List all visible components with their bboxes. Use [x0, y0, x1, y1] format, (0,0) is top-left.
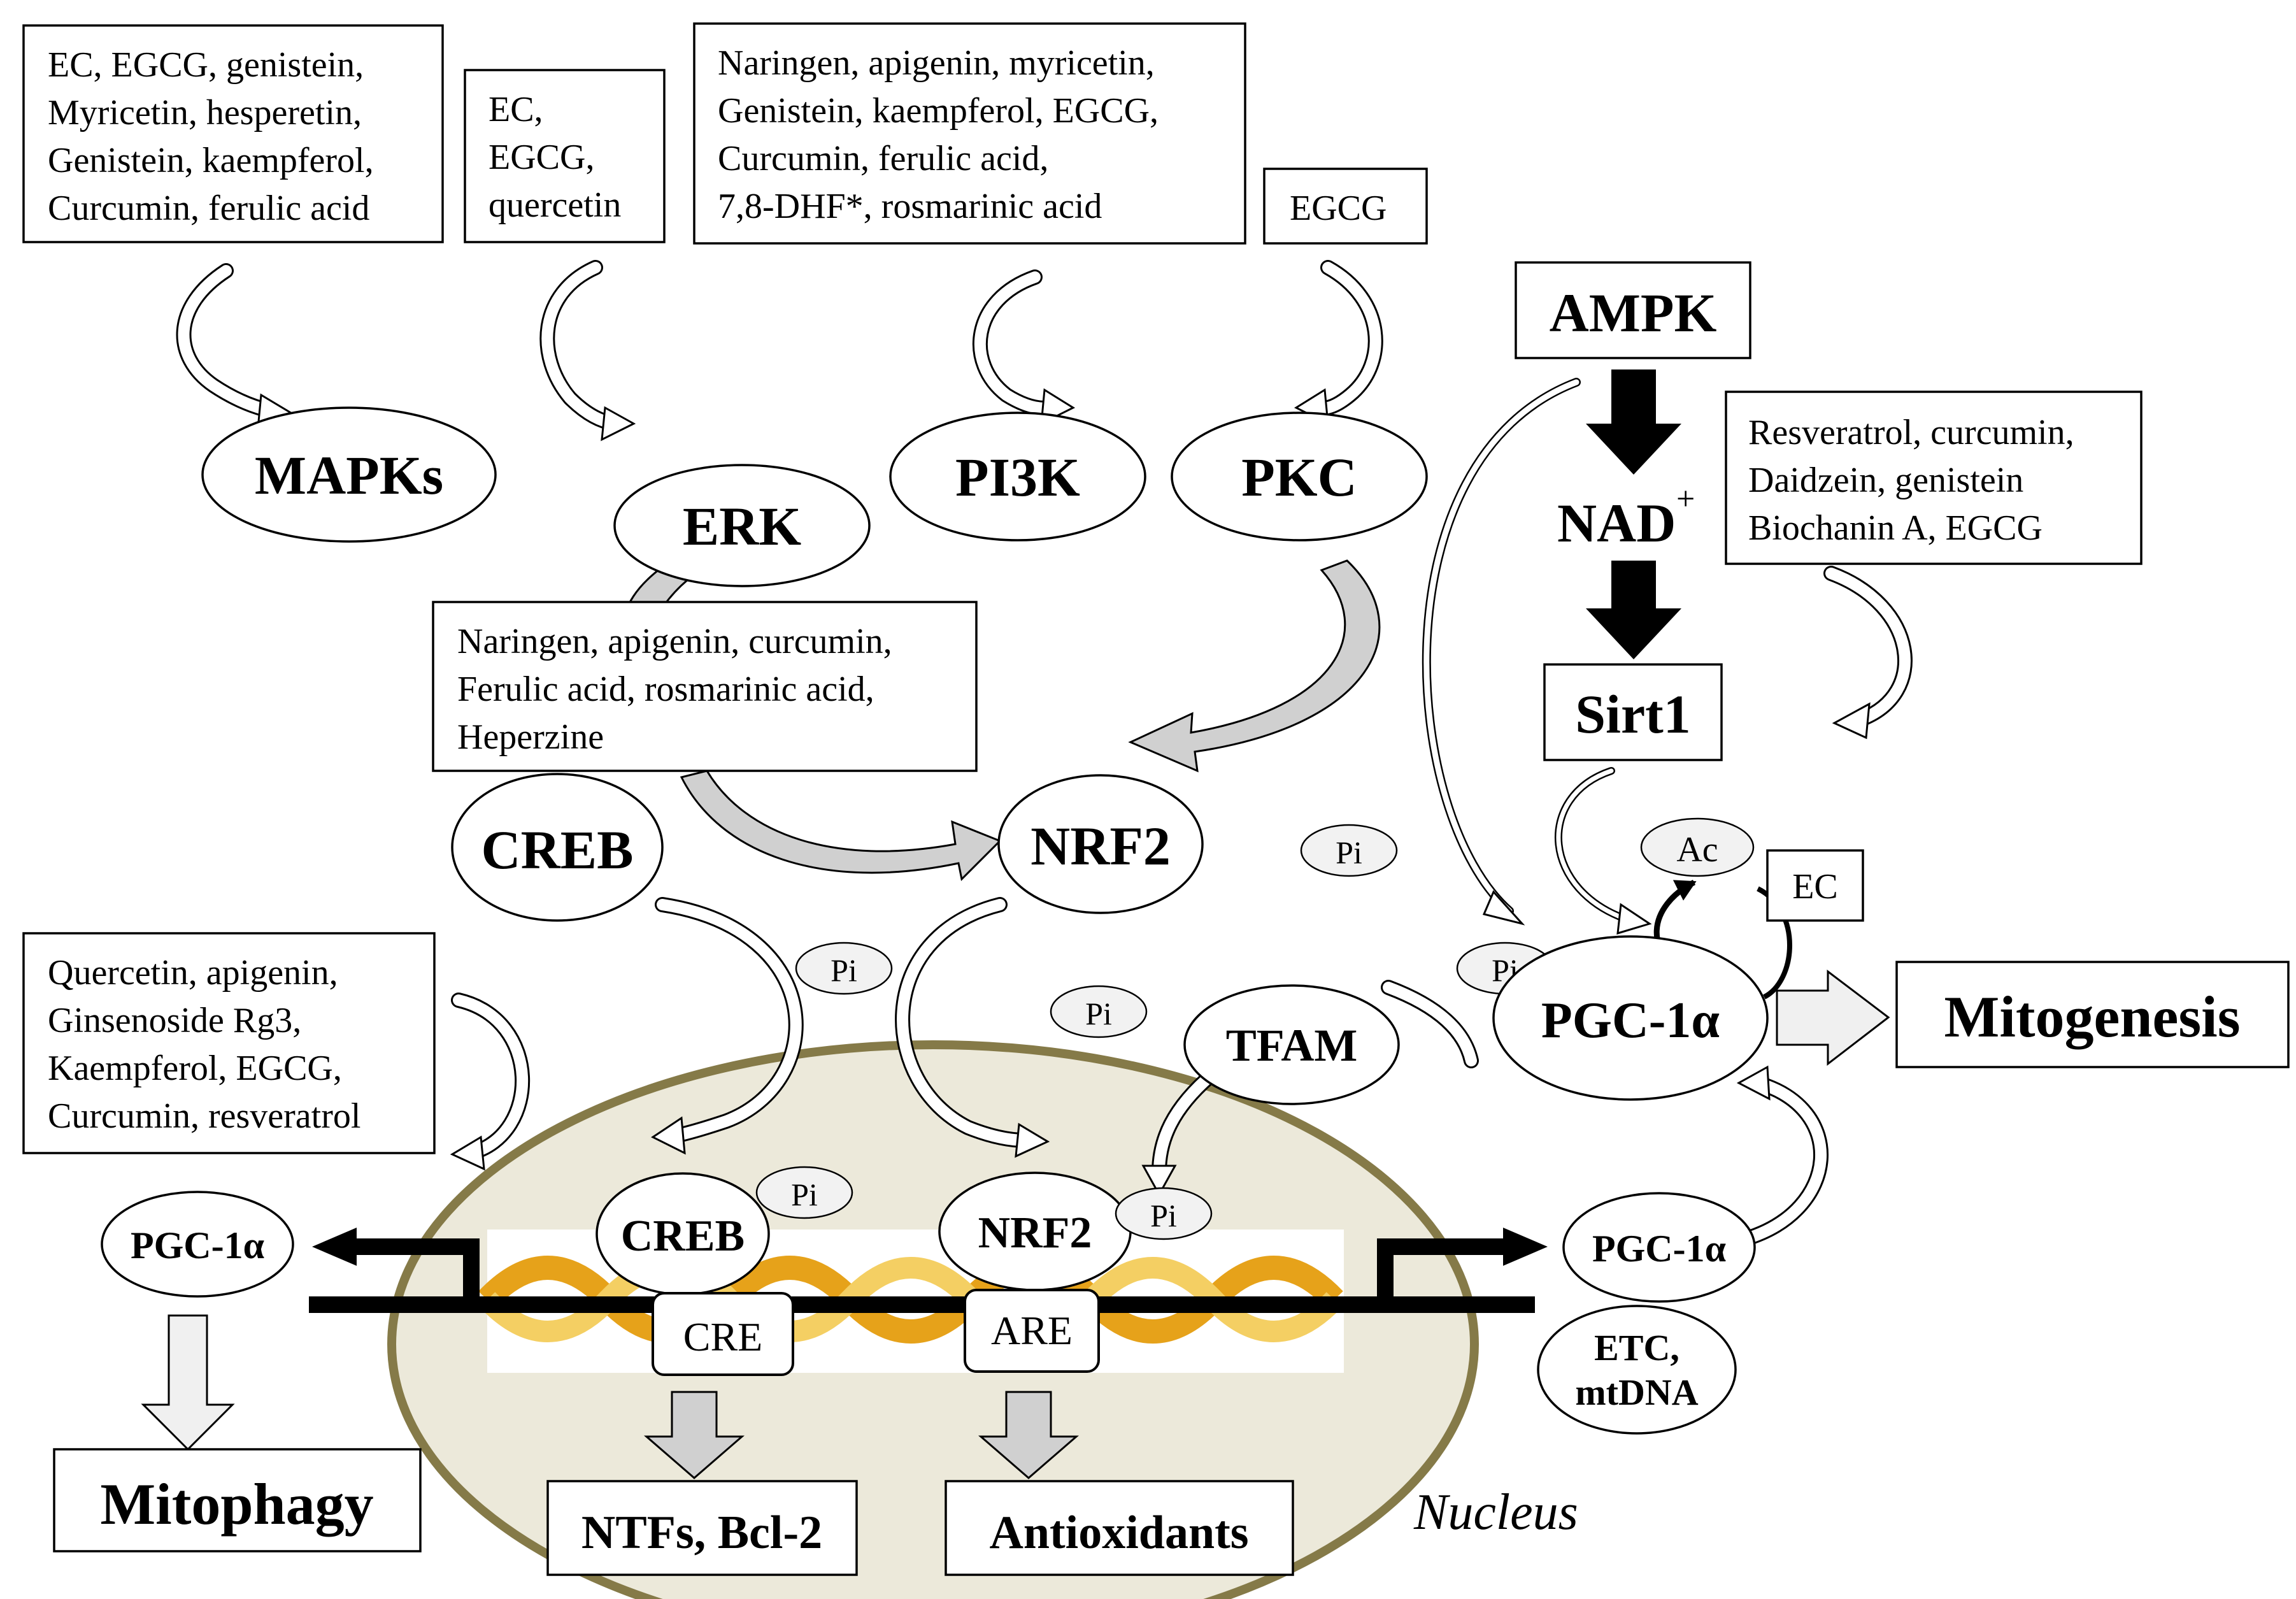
svg-text:PGC-1α: PGC-1α [1592, 1228, 1726, 1270]
compound-box-nrf2: Naringen, apigenin, curcumin, Ferulic ac… [432, 601, 978, 772]
compound-line: Resveratrol, curcumin, [1748, 413, 2074, 452]
node-nrf2-nuclear: NRF2 [938, 1172, 1132, 1291]
pi-bubble: Pi [1115, 1187, 1213, 1240]
svg-text:PGC-1α: PGC-1α [1541, 993, 1720, 1049]
node-antioxidants: Antioxidants [945, 1480, 1294, 1576]
compound-line: EGCG [1290, 189, 1387, 228]
svg-text:ETC,: ETC, [1594, 1327, 1679, 1368]
compound-box-pkc: EGCG [1263, 168, 1428, 245]
node-pi3k: PI3K [889, 412, 1146, 541]
svg-text:CRE: CRE [683, 1314, 762, 1359]
svg-text:CREB: CREB [621, 1212, 745, 1261]
svg-text:Pi: Pi [1150, 1198, 1177, 1233]
compound-box-nuclear: Quercetin, apigenin, Ginsenoside Rg3, Ka… [22, 932, 436, 1154]
node-nad: NAD + [1557, 481, 1695, 554]
svg-text:Pi: Pi [791, 1177, 818, 1212]
svg-text:AMPK: AMPK [1550, 282, 1717, 343]
compound-line: Naringen, apigenin, myricetin, [718, 43, 1155, 83]
dna-strand [309, 1228, 1548, 1313]
compound-line: Daidzein, genistein [1748, 461, 2023, 500]
node-pkc: PKC [1171, 412, 1428, 541]
response-element-cre: CRE [652, 1292, 794, 1376]
svg-text:CREB: CREB [481, 819, 634, 880]
compound-line: Genistein, kaempferol, EGCG, [718, 91, 1159, 131]
compound-line: Genistein, kaempferol, [48, 141, 374, 180]
svg-text:Pi: Pi [831, 952, 857, 988]
svg-text:MAPKs: MAPKs [255, 445, 443, 506]
compound-line: Heperzine [457, 717, 604, 757]
svg-text:Sirt1: Sirt1 [1575, 684, 1691, 745]
compound-line: EGCG, [488, 138, 594, 177]
ampk-nad-sirt-arrows [1586, 369, 1681, 659]
svg-text:Pi: Pi [1336, 835, 1362, 870]
node-creb-nuclear: CREB [595, 1172, 770, 1296]
compound-box-mapks: EC, EGCG, genistein, Myricetin, hesperet… [22, 24, 444, 243]
response-element-are: ARE [964, 1289, 1100, 1373]
node-sirt1: Sirt1 [1543, 663, 1723, 761]
node-mitogenesis: Mitogenesis [1895, 961, 2290, 1068]
compound-line: Myricetin, hesperetin, [48, 93, 362, 133]
compound-line: EC, [488, 90, 543, 129]
compound-box-pgc: EC [1766, 849, 1864, 922]
svg-text:NRF2: NRF2 [1030, 815, 1171, 877]
svg-text:+: + [1676, 481, 1695, 517]
node-ac: Ac [1640, 817, 1755, 877]
nucleus-label: Nucleus [1413, 1484, 1578, 1540]
svg-text:PI3K: PI3K [955, 447, 1080, 508]
node-mapks: MAPKs [201, 406, 497, 543]
pi-bubble: Pi [1050, 985, 1148, 1038]
svg-text:TFAM: TFAM [1226, 1020, 1358, 1071]
svg-text:NTFs, Bcl-2: NTFs, Bcl-2 [581, 1507, 822, 1559]
compound-line: Curcumin, ferulic acid, [718, 139, 1048, 178]
node-ntfs-bcl2: NTFs, Bcl-2 [546, 1480, 858, 1576]
compound-line: Quercetin, apigenin, [48, 953, 338, 993]
compound-line: EC [1792, 867, 1838, 907]
compound-line: Biochanin A, EGCG [1748, 508, 2043, 548]
svg-text:ERK: ERK [683, 496, 801, 557]
pi-bubble: Pi [1300, 824, 1398, 877]
svg-text:mtDNA: mtDNA [1575, 1372, 1698, 1413]
svg-text:PGC-1α: PGC-1α [131, 1224, 264, 1266]
svg-text:NAD: NAD [1557, 492, 1676, 554]
svg-text:Antioxidants: Antioxidants [989, 1507, 1248, 1559]
compound-line: Ginsenoside Rg3, [48, 1001, 301, 1040]
node-pgc-left: PGC-1α [101, 1191, 294, 1298]
svg-text:Mitophagy: Mitophagy [100, 1472, 373, 1537]
hollow-block-arrows [141, 969, 1890, 1479]
curved-arrows [176, 260, 1913, 1247]
compound-box-sirt: Resveratrol, curcumin, Daidzein, geniste… [1725, 391, 2143, 565]
node-tfam: TFAM [1183, 984, 1400, 1105]
pi-bubble: Pi [755, 1166, 853, 1219]
node-etc-mtdna: ETC, mtDNA [1537, 1305, 1737, 1435]
compound-line: Kaempferol, EGCG, [48, 1049, 342, 1088]
node-mitophagy: Mitophagy [53, 1448, 422, 1552]
node-pgc-right: PGC-1α [1562, 1192, 1756, 1303]
compound-line: Naringen, apigenin, curcumin, [457, 622, 892, 661]
svg-text:Ac: Ac [1676, 830, 1718, 870]
svg-text:Pi: Pi [1085, 996, 1112, 1031]
node-creb: CREB [451, 773, 664, 922]
node-ampk: AMPK [1515, 261, 1751, 359]
compound-box-pi3k: Naringen, apigenin, myricetin, Genistein… [693, 22, 1246, 245]
compound-line: EC, EGCG, genistein, [48, 45, 364, 85]
svg-text:PKC: PKC [1241, 447, 1357, 508]
svg-text:ARE: ARE [991, 1308, 1073, 1353]
pi-bubble: Pi [795, 942, 893, 995]
compound-box-erk: EC, EGCG, quercetin [464, 69, 666, 243]
compound-line: Ferulic acid, rosmarinic acid, [457, 670, 874, 709]
compound-line: Curcumin, ferulic acid [48, 189, 369, 228]
node-nrf2: NRF2 [997, 774, 1204, 914]
svg-text:Mitogenesis: Mitogenesis [1944, 984, 2240, 1049]
node-pgc-main: PGC-1α [1492, 935, 1769, 1101]
compound-line: Curcumin, resveratrol [48, 1096, 360, 1136]
svg-text:NRF2: NRF2 [978, 1208, 1092, 1258]
compound-line: quercetin [488, 185, 621, 225]
node-erk: ERK [613, 464, 871, 587]
compound-line: 7,8-DHF*, rosmarinic acid [718, 187, 1102, 226]
